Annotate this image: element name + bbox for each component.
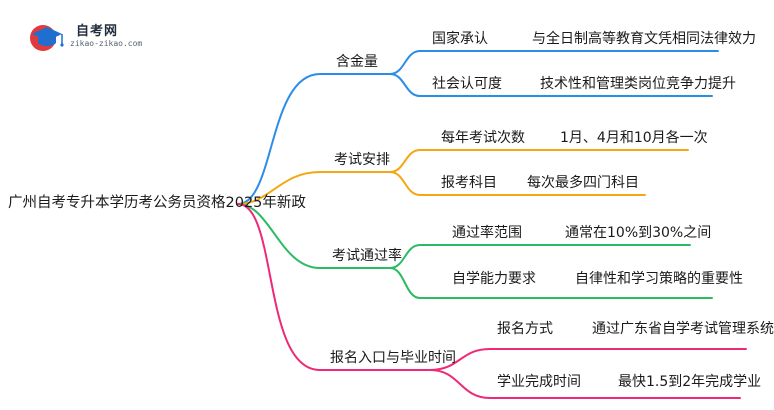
branch-label-tongguolv: 考试通过率 — [332, 248, 402, 264]
item-value-meinianci: 1月、4月和10月各一次 — [560, 130, 708, 146]
logo-name: 自考网 — [76, 24, 119, 39]
connector-root-hanjinliang — [237, 73, 391, 205]
item-value-baomingfangshi: 通过广东省自学考试管理系统 — [592, 321, 774, 337]
connector-shehuirenkedu — [389, 73, 713, 97]
item-value-xueyewancheng: 最快1.5到2年完成学业 — [618, 374, 762, 390]
root-node: 广州自考专升本学历考公务员资格2025年新政 — [8, 195, 306, 211]
connector-baomingfangshi — [429, 348, 747, 371]
item-key-meinianci: 每年考试次数 — [441, 130, 525, 146]
connector-root-kaoshianpai — [237, 171, 391, 205]
connector-zixuenengli — [389, 267, 713, 299]
connector-root-baoming — [237, 203, 431, 371]
connector-meinianci — [389, 149, 689, 173]
connector-root-tongguolv — [237, 203, 391, 269]
item-key-tongguolvfanwei: 通过率范围 — [452, 225, 522, 241]
item-key-guojiachengren: 国家承认 — [432, 31, 488, 47]
logo-url: zikao-zikao.com — [70, 39, 143, 48]
item-key-shehuirenkedu: 社会认可度 — [432, 76, 502, 92]
mindmap-canvas — [237, 50, 747, 399]
item-key-baokaokemu: 报考科目 — [441, 175, 497, 191]
item-key-baomingfangshi: 报名方式 — [497, 321, 553, 337]
item-key-xueyewancheng: 学业完成时间 — [497, 374, 581, 390]
branch-label-baoming: 报名入口与毕业时间 — [330, 350, 456, 366]
item-value-shehuirenkedu: 技术性和管理类岗位竞争力提升 — [540, 76, 736, 92]
connector-guojiachengren — [389, 50, 719, 75]
item-key-zixuenengli: 自学能力要求 — [452, 271, 536, 287]
connector-baokaokemu — [389, 171, 646, 196]
branch-label-kaoshianpai: 考试安排 — [334, 152, 390, 168]
item-value-zixuenengli: 自律性和学习策略的重要性 — [575, 271, 743, 287]
graduation-cap-icon — [30, 25, 64, 51]
connector-xueyewancheng — [429, 369, 741, 399]
item-value-tongguolvfanwei: 通常在10%到30%之间 — [565, 225, 712, 241]
site-logo[interactable]: 自考网 zikao-zikao.com — [26, 18, 156, 56]
connector-tongguolvfanwei — [389, 244, 691, 269]
item-value-guojiachengren: 与全日制高等教育文凭相同法律效力 — [532, 31, 756, 47]
branch-label-hanjinliang: 含金量 — [336, 54, 378, 70]
item-value-baokaokemu: 每次最多四门科目 — [527, 175, 639, 191]
